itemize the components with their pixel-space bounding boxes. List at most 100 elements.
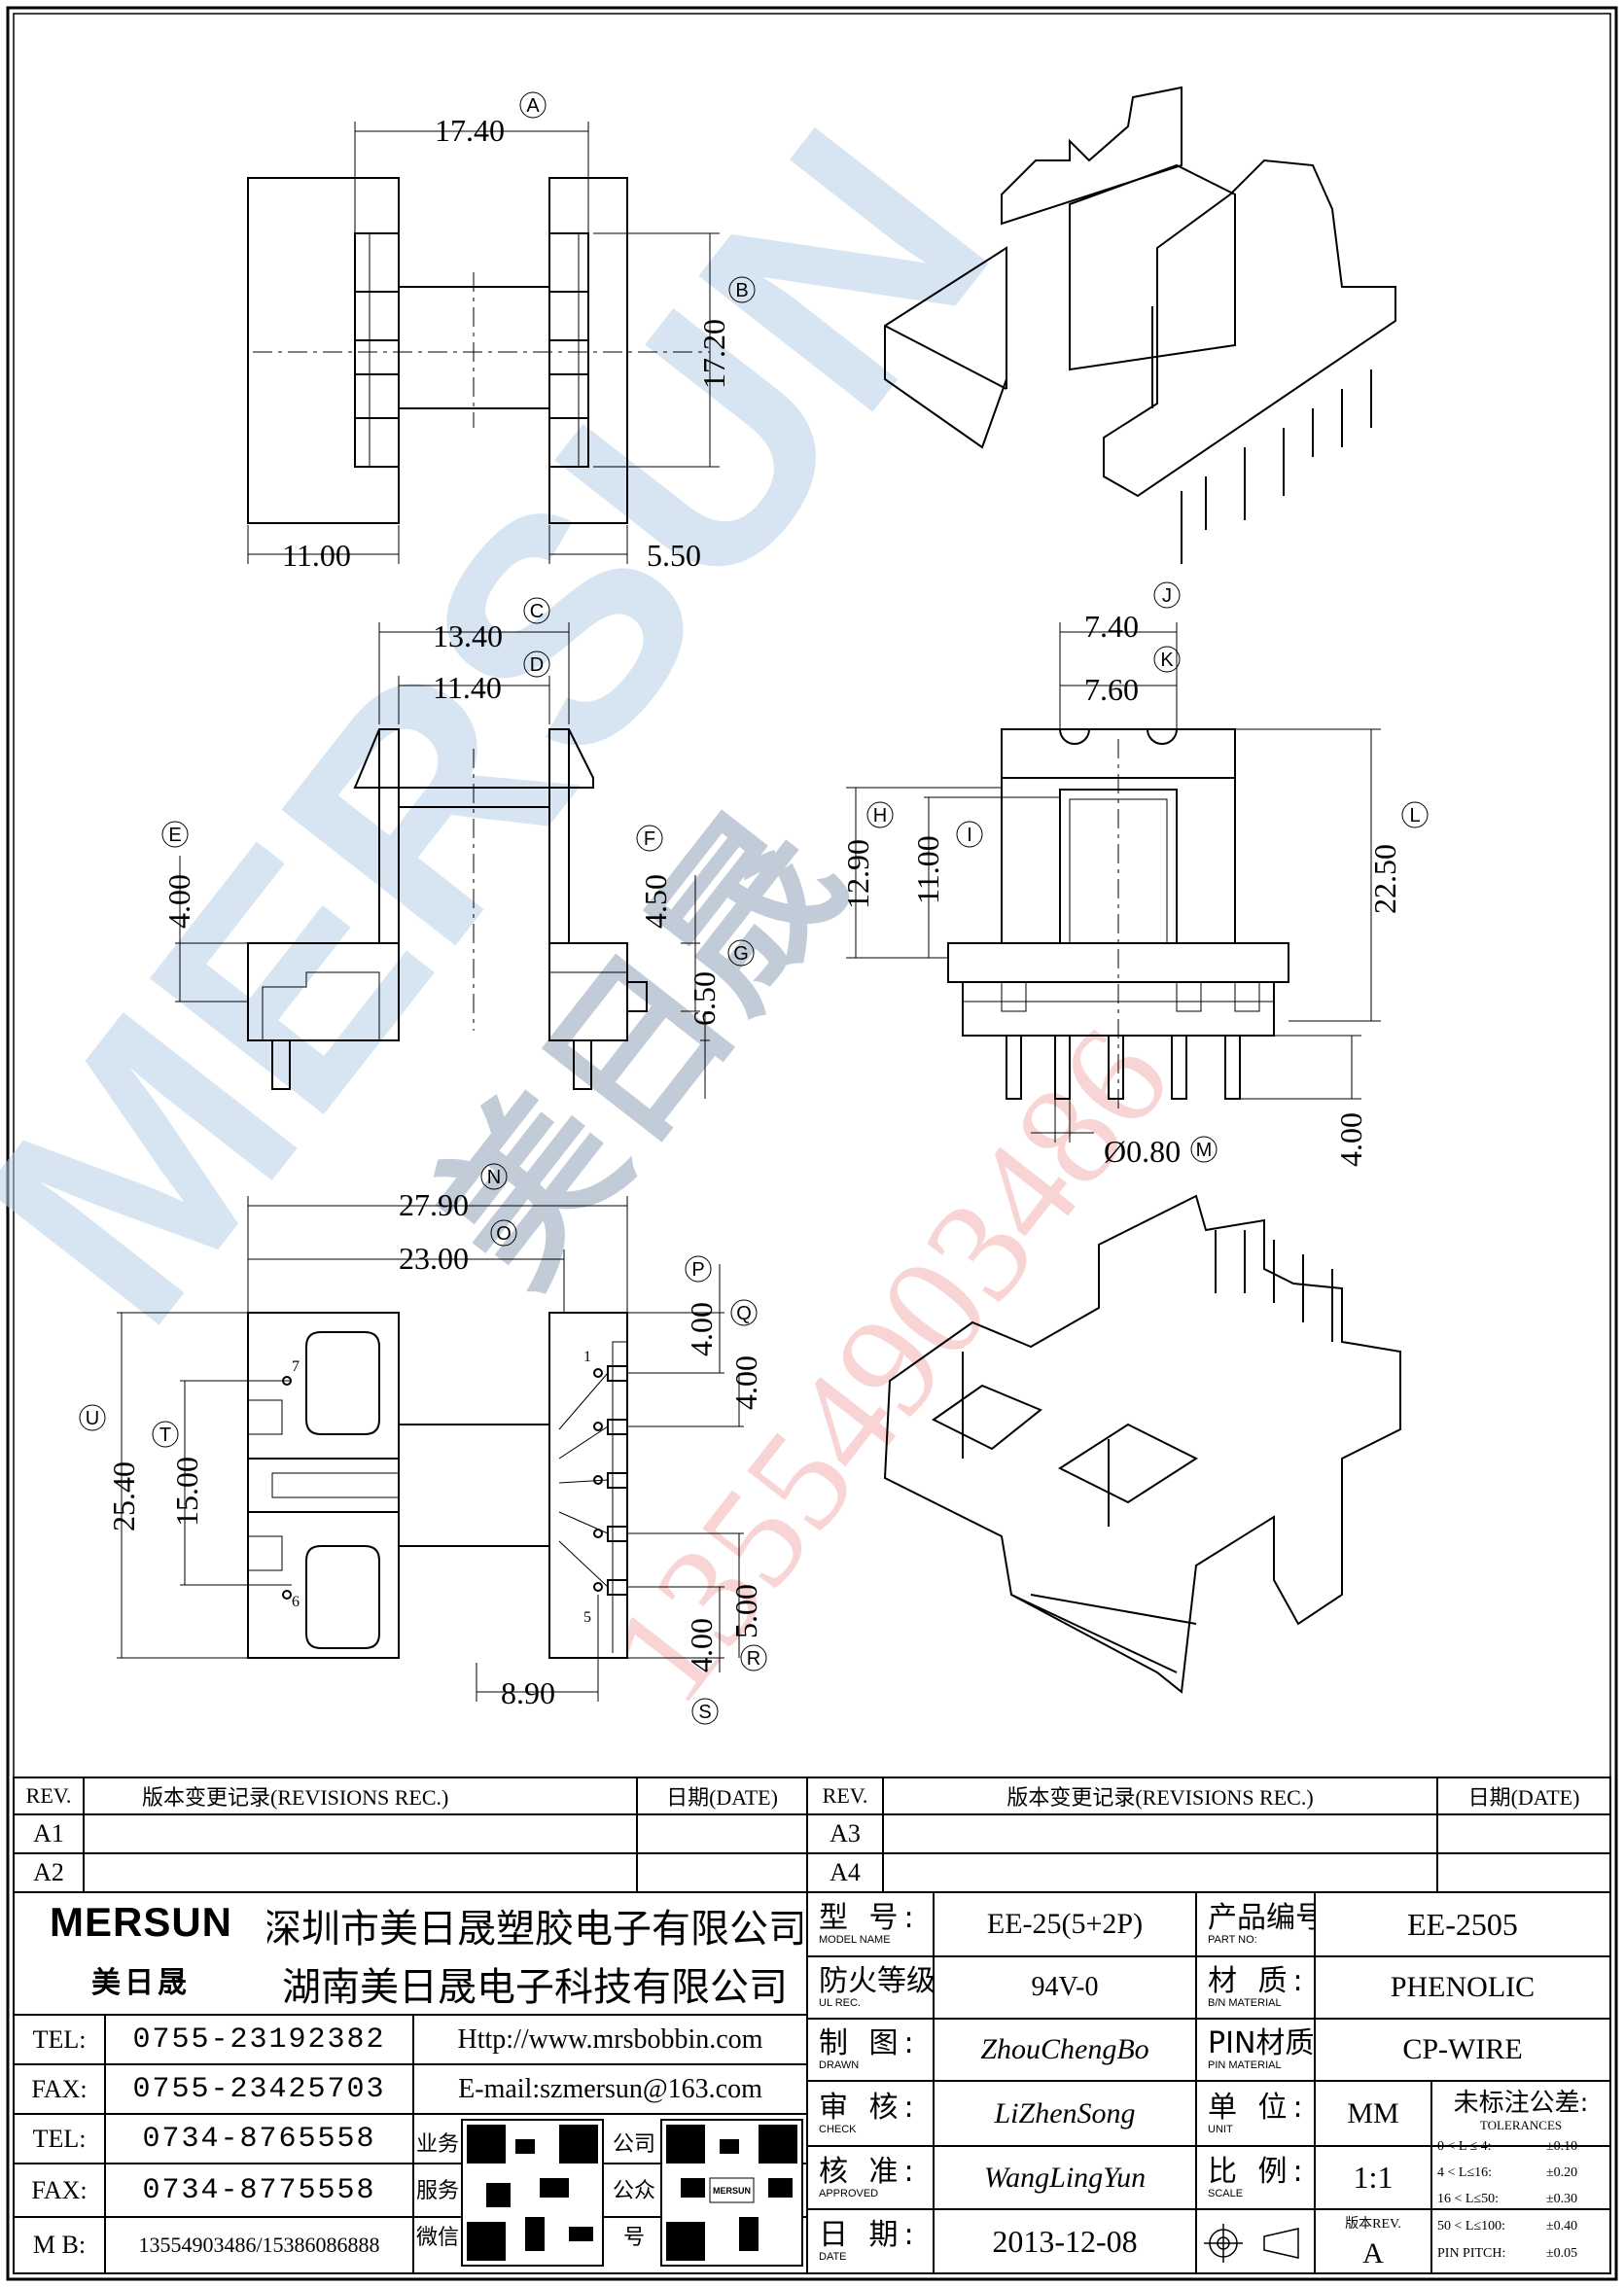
dim-U: 25.40 [106,1461,141,1531]
qr-label-official: 公司 公众 号 [612,2132,655,2250]
dim-pin: Ø0.80 [1104,1134,1181,1169]
dim-B: 17.20 [696,319,731,389]
tol-range-4: 50 < L≤100: [1437,2219,1506,2234]
contact-label-fax1: FAX: [31,2074,88,2103]
bottom-view [247,1312,628,1659]
contact-tel1: 0755-23192382 [132,2023,386,2057]
tol-range-1: 0 < L ≤ 4: [1437,2139,1492,2154]
svg-text:Q: Q [736,1303,752,1324]
dim-G: 6.50 [687,971,722,1026]
label-material: 材 质:B/N MATERIAL [1208,1964,1309,2010]
svg-text:N: N [487,1167,501,1188]
contact-mobile: 13554903486/15386086888 [138,2233,380,2257]
company-logo-cn: 美日晟 [91,1966,191,2000]
value-check: LiZhenSong [994,2096,1136,2129]
dim-O: 23.00 [399,1241,469,1276]
svg-text:L: L [1409,805,1420,827]
tol-val-1: ±0.10 [1546,2139,1578,2154]
dim-R: 5.00 [728,1584,763,1638]
label-check: 审 核:CHECK [819,2090,920,2135]
value-pin-material: CP-WIRE [1402,2033,1523,2065]
iso-view-bottom [883,1194,1401,1694]
label-model: 型 号:MODEL NAME [819,1901,920,1947]
company-name-hunan: 湖南美日晟电子科技有限公司 [282,1965,788,2010]
svg-text:B: B [735,280,748,301]
email-link[interactable]: E-mail:szmersun@163.com [458,2073,762,2104]
dim-11: 11.00 [282,538,351,573]
svg-text:T: T [159,1425,171,1446]
rev-row-a3: A3 [830,1819,861,1847]
svg-text:U: U [86,1408,99,1429]
marker-U: U [79,1404,106,1431]
rev-row-a2: A2 [33,1858,64,1886]
marker-C: C [523,597,550,624]
marker-H: H [866,801,894,828]
tol-range-5: PIN PITCH: [1437,2246,1506,2261]
dim-F: 4.50 [638,874,673,929]
qr-logo: MERSUN [712,2185,751,2196]
marker-B: B [728,276,756,303]
svg-text:R: R [747,1648,760,1670]
svg-text:G: G [733,943,749,965]
dim-P: 4.00 [684,1302,719,1356]
marker-S: S [691,1698,719,1725]
label-pin-material: PIN材质:PIN MATERIAL [1208,2026,1315,2072]
svg-text:J: J [1162,585,1172,607]
svg-text:C: C [530,601,544,622]
website-link[interactable]: Http://www.mrsbobbin.com [457,2023,763,2055]
svg-text:F: F [644,828,655,850]
marker-N: N [480,1163,508,1190]
tol-val-5: ±0.05 [1546,2246,1578,2261]
pin-label-7: 7 [292,1358,300,1375]
tol-range-3: 16 < L≤50: [1437,2192,1500,2206]
svg-text:A: A [526,95,540,117]
marker-K: K [1153,646,1181,673]
value-ul: 94V-0 [1031,1972,1099,2002]
iso-view-top [884,86,1396,564]
dim-D: 11.40 [433,670,502,705]
contact-label-tel2: TEL: [32,2124,87,2153]
company-logo: MERSUN [49,1899,232,1945]
label-approved: 核 准:APPROVED [819,2154,920,2199]
dim-pin-length: 4.00 [1333,1112,1368,1167]
svg-text:P: P [691,1259,704,1281]
label-unit: 单 位:UNIT [1208,2090,1309,2135]
side-view [247,728,648,1090]
label-date: 日 期:DATE [819,2218,920,2264]
svg-text:D: D [530,654,544,676]
svg-text:E: E [168,825,181,846]
label-part-no: 产品编号:PART NO: [1208,1901,1315,1947]
marker-J: J [1153,581,1181,609]
dim-8-9: 8.90 [501,1675,555,1710]
label-tolerances: 未标注公差: [1453,2088,1589,2118]
pin-label-6: 6 [292,1594,300,1610]
pin-label-1: 1 [583,1349,591,1365]
label-tolerances-en: TOLERANCES [1479,2118,1563,2132]
rev-date-header-right: 日期(DATE) [1467,1785,1580,1810]
dim-C: 13.40 [433,618,503,653]
marker-A: A [519,91,547,119]
label-drawn: 制 图:DRAWN [819,2026,920,2072]
value-version: A [1362,2237,1384,2269]
tol-val-3: ±0.30 [1546,2192,1578,2206]
rev-record-header-right: 版本变更记录(REVISIONS REC.) [1006,1785,1314,1810]
value-part-no: EE-2505 [1407,1906,1518,1942]
dim-L: 22.50 [1367,844,1402,914]
dim-N: 27.90 [399,1187,469,1222]
projection-symbol-icon [1204,2224,1299,2263]
marker-G: G [727,939,755,967]
value-material: PHENOLIC [1390,1971,1536,2003]
qr-label-business: 业务 服务 微信 [416,2132,460,2250]
rev-header-left: REV. [25,1783,72,1808]
contact-label-mobile: M B: [32,2231,87,2259]
marker-Q: Q [730,1299,758,1326]
title-block-grid [13,1777,1611,2274]
contact-label-fax2: FAX: [31,2175,88,2204]
value-approved: WangLingYun [983,2161,1147,2194]
contact-fax2: 0734-8775558 [142,2173,376,2207]
marker-T: T [152,1421,179,1448]
contact-fax1: 0755-23425703 [132,2072,386,2106]
rev-row-a4: A4 [830,1858,861,1886]
svg-text:K: K [1160,650,1174,671]
